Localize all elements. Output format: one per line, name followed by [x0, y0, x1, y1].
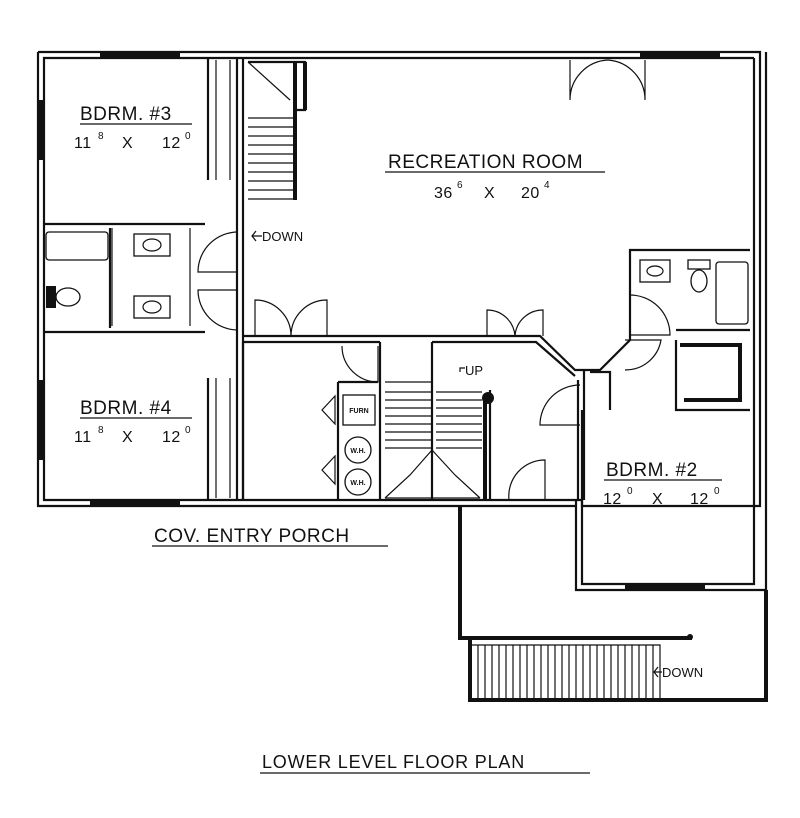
- room-depth-in: 0: [714, 486, 720, 497]
- bath-fixtures-right: [639, 259, 749, 325]
- room-bdrm3: BDRM. #3 11 8 X 12 0: [74, 104, 192, 152]
- room-width-in: 8: [98, 425, 104, 436]
- water-heater-label: W.H.: [350, 448, 365, 455]
- room-depth-ft: 20: [521, 185, 540, 202]
- bathtub-icon: [715, 261, 749, 325]
- room-width-ft: 11: [74, 135, 92, 152]
- arrow-left-icon: [653, 666, 662, 678]
- dim-separator: X: [652, 491, 663, 508]
- bath-fixtures-left: [45, 231, 171, 319]
- room-depth-in: 0: [185, 131, 191, 142]
- room-depth-ft: 12: [162, 429, 181, 446]
- sink-icon: [639, 259, 671, 283]
- dim-separator: X: [122, 135, 133, 152]
- furnace-label: FURN: [349, 408, 368, 415]
- water-heater-label: W.H.: [350, 480, 365, 487]
- interior-stair-up: [384, 381, 494, 500]
- room-recreation: RECREATION ROOM 36 6 X 20 4: [385, 152, 605, 202]
- arrow-up-icon: [459, 367, 465, 372]
- dim-separator: X: [484, 185, 495, 202]
- sink-icon: [133, 233, 171, 257]
- exterior-walls: [36, 50, 768, 592]
- arrow-left-icon: [251, 230, 262, 242]
- room-name: BDRM. #4: [80, 398, 172, 419]
- room-name: RECREATION ROOM: [388, 152, 583, 173]
- furnace: [342, 394, 376, 426]
- room-depth-ft: 12: [162, 135, 181, 152]
- mechanical-equipment: FURN W.H. W.H.: [342, 394, 376, 496]
- room-bdrm2: BDRM. #2 12 0 X 12 0: [603, 460, 722, 508]
- room-width-ft: 12: [603, 491, 622, 508]
- interior-walls: [44, 58, 750, 500]
- dim-separator: X: [122, 429, 133, 446]
- water-heater: [344, 468, 372, 496]
- room-bdrm4: BDRM. #4 11 8 X 12 0: [74, 398, 192, 446]
- sink-icon: [133, 295, 171, 319]
- stair-down-label: DOWN: [262, 229, 303, 244]
- room-width-in: 8: [98, 131, 104, 142]
- room-depth-in: 0: [185, 425, 191, 436]
- room-width-in: 6: [457, 180, 463, 191]
- plan-title: LOWER LEVEL FLOOR PLAN: [262, 752, 525, 772]
- room-width-in: 0: [627, 486, 633, 497]
- interior-stair-down: [247, 60, 307, 200]
- toilet-tank-icon: [46, 286, 56, 308]
- room-width-ft: 11: [74, 429, 92, 446]
- toilet-tank-icon: [687, 259, 711, 270]
- exterior-stair-down-label: DOWN: [662, 665, 703, 680]
- bathtub-icon: [45, 231, 109, 261]
- exterior-stair-down: [458, 505, 768, 702]
- toilet-icon: [55, 287, 81, 307]
- stair-up-label: UP: [465, 363, 483, 378]
- room-width-ft: 36: [434, 185, 453, 202]
- room-depth-in: 4: [544, 180, 550, 191]
- doors: [197, 59, 671, 501]
- room-depth-ft: 12: [690, 491, 709, 508]
- toilet-icon: [690, 269, 708, 293]
- room-name: BDRM. #2: [606, 460, 698, 481]
- porch-label: COV. ENTRY PORCH: [154, 526, 350, 547]
- room-name: BDRM. #3: [80, 104, 172, 125]
- water-heater: [344, 436, 372, 464]
